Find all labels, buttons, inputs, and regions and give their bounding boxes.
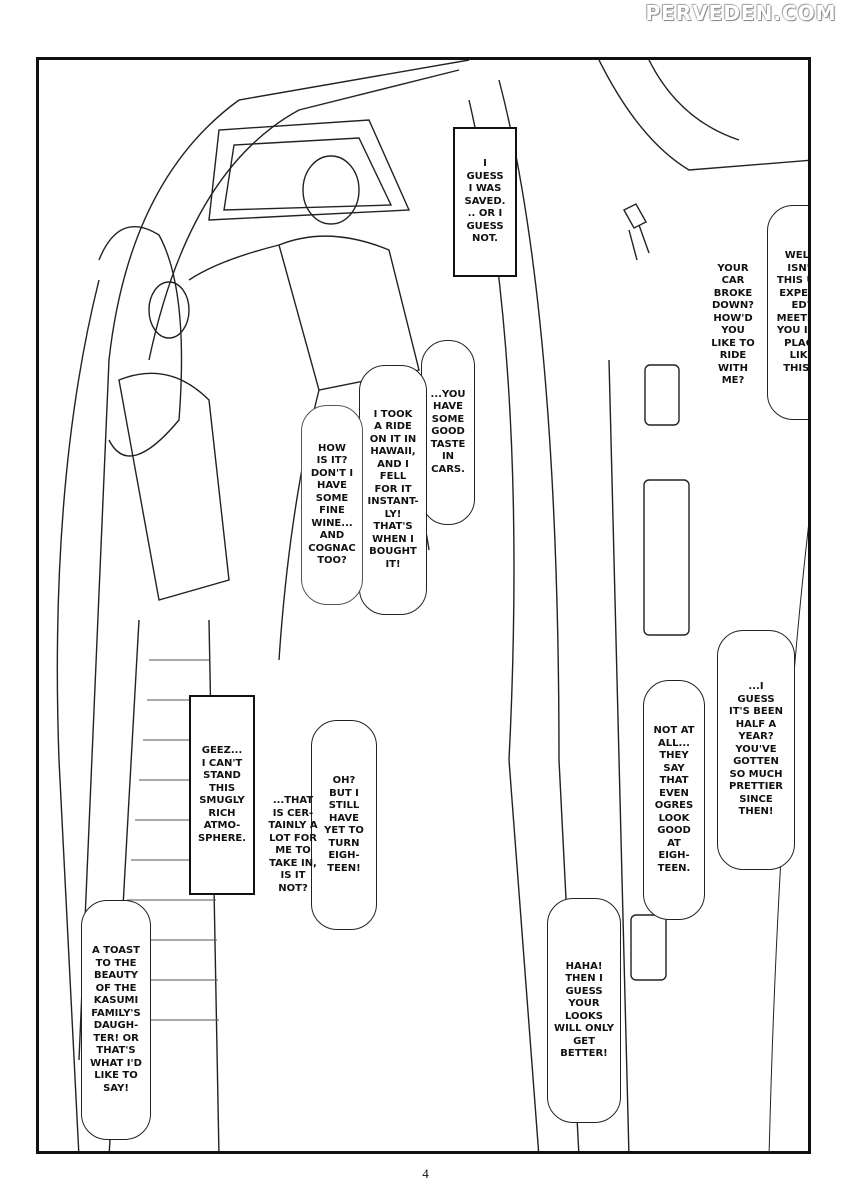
caption-geez: GEEZ... I CAN'T STAND THIS SMUGLY RICH A… bbox=[189, 695, 255, 895]
rear-window bbox=[208, 119, 411, 221]
car-icon-3 bbox=[630, 914, 667, 981]
speech-bubble-wine: HOW IS IT? DON'T I HAVE SOME FINE WINE..… bbox=[301, 405, 363, 605]
comic-panel: I GUESS I WAS SAVED. .. OR I GUESS NOT. … bbox=[36, 57, 811, 1154]
car-roof-line bbox=[78, 60, 470, 1061]
speech-bubble-half-year: ...I GUESS IT'S BEEN HALF A YEAR? YOU'VE… bbox=[717, 630, 795, 870]
speech-text-certainly: ...THAT IS CER- TAINLY A LOT FOR ME TO T… bbox=[268, 795, 318, 894]
speech-bubble-taste: ...YOU HAVE SOME GOOD TASTE IN CARS. bbox=[421, 340, 475, 525]
girl-body bbox=[118, 372, 230, 601]
car-roof-inner bbox=[148, 69, 460, 361]
speech-bubble-hawaii: I TOOK A RIDE ON IT IN HAWAII, AND I FEL… bbox=[359, 365, 427, 615]
girl-face bbox=[148, 281, 190, 339]
speech-bubble-unexpected: WELL, ISN'T THIS UN- EXPECT- ED? MEETING… bbox=[767, 205, 808, 420]
man-body bbox=[278, 235, 420, 391]
road-left-edge bbox=[608, 359, 630, 1151]
caption-saved: I GUESS I WAS SAVED. .. OR I GUESS NOT. bbox=[453, 127, 517, 277]
car-icon-2 bbox=[643, 479, 690, 636]
speech-bubble-ogres: NOT AT ALL... THEY SAY THAT EVEN OGRES L… bbox=[643, 680, 705, 920]
page-number: 4 bbox=[422, 1166, 429, 1181]
man-arm bbox=[188, 244, 280, 281]
rear-window-inner bbox=[223, 137, 393, 211]
speech-text-car-broke: YOUR CAR BROKE DOWN? HOW'D YOU LIKE TO R… bbox=[711, 262, 755, 387]
girl-hair bbox=[98, 226, 183, 457]
seat-back bbox=[56, 279, 100, 1151]
man-head bbox=[302, 155, 360, 225]
watch-icon bbox=[623, 203, 650, 261]
watermark-logo: PERVEDEN.COM bbox=[645, 1, 837, 25]
car-icon-1 bbox=[644, 364, 680, 426]
speech-bubble-eighteen: OH? BUT I STILL HAVE YET TO TURN EIGH- T… bbox=[311, 720, 377, 930]
speech-bubble-toast: A TOAST TO THE BEAUTY OF THE KASUMI FAMI… bbox=[81, 900, 151, 1140]
line-art bbox=[56, 60, 808, 1151]
speech-bubble-haha: HAHA! THEN I GUESS YOUR LOOKS WILL ONLY … bbox=[547, 898, 621, 1123]
suit-man bbox=[598, 60, 808, 171]
